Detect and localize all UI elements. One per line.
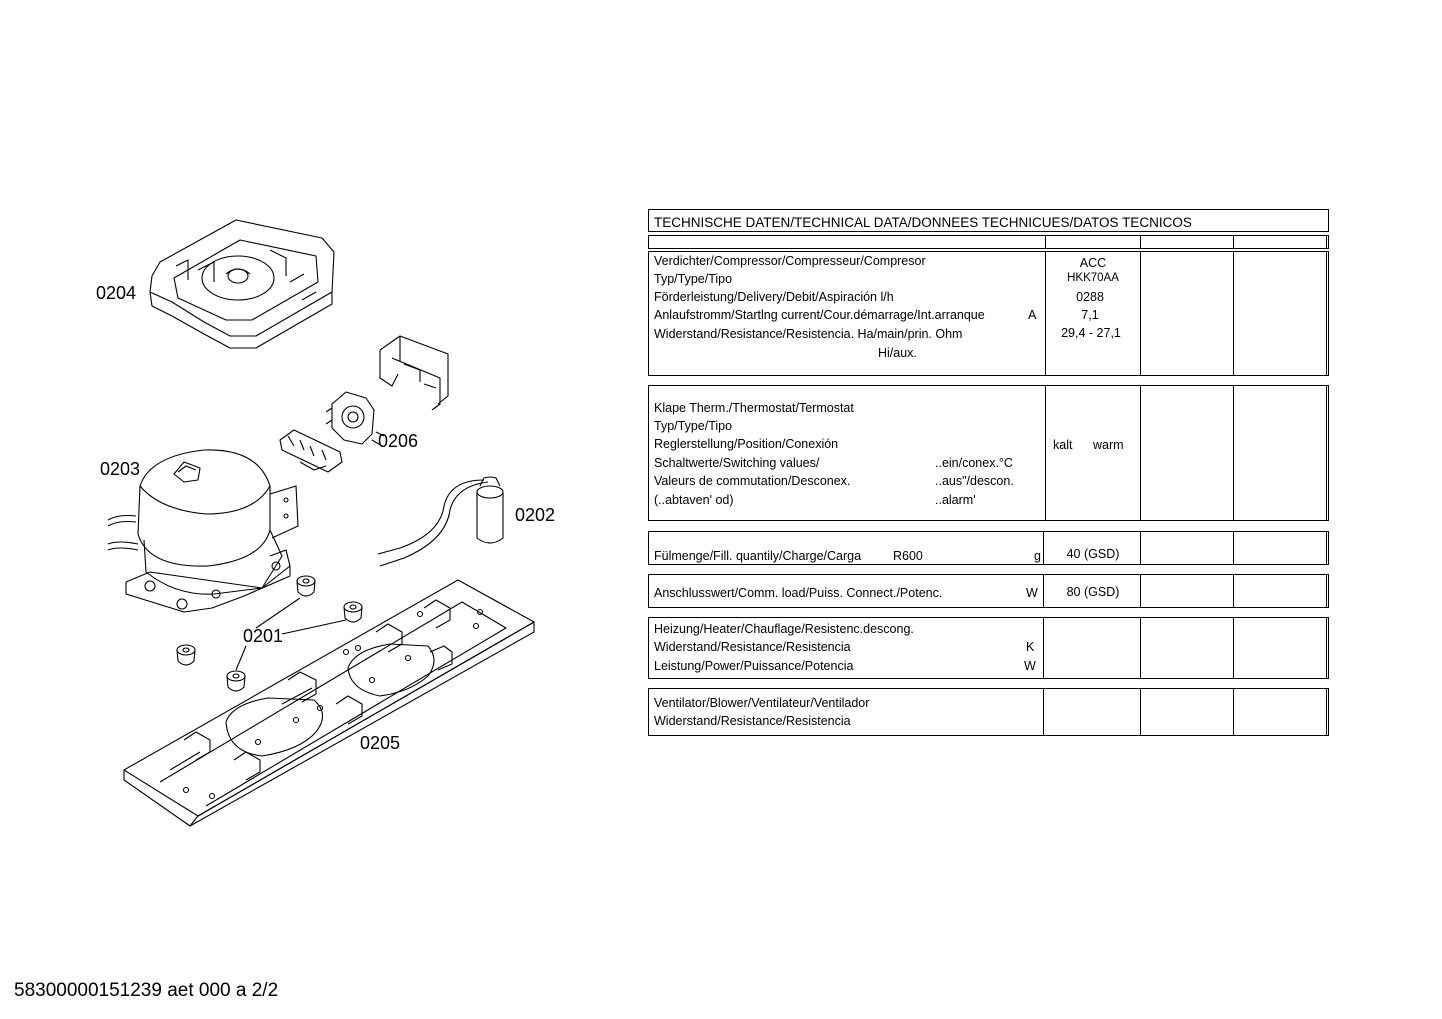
table-title: TECHNISCHE DATEN/TECHNICAL DATA/DONNEES … xyxy=(654,215,1192,230)
fill-value: 40 (GSD) xyxy=(1066,547,1120,561)
part-label-0204: 0204 xyxy=(96,283,137,303)
thermostat-type-label: Typ/Type/Tipo xyxy=(654,419,733,433)
thermostat-abtaven-label: (..abtaven' od) xyxy=(654,493,734,507)
part-label-0205: 0205 xyxy=(360,733,401,753)
connected-load-section xyxy=(648,574,1329,608)
compressor-drawing xyxy=(107,449,299,613)
thermostat-desconex-label: Valeurs de commutation/Desconex. xyxy=(654,474,851,488)
relay-cover-drawing xyxy=(379,335,449,411)
fill-quantity-label: Fülmenge/Fill. quantily/Charge/Carga xyxy=(654,549,862,563)
document-code: 58300000151239 aet 000 a 2/2 xyxy=(14,980,279,1001)
compressor-section xyxy=(648,251,1329,376)
heater-section xyxy=(648,617,1329,679)
compressor-resistance-value: 29,4 - 27,1 xyxy=(1061,326,1121,340)
connected-load-value: 80 (GSD) xyxy=(1066,585,1120,599)
grommets-drawing xyxy=(176,575,363,692)
blower-section xyxy=(648,688,1329,736)
compressor-type-value: HKK70AA xyxy=(1067,272,1119,284)
compressor-value: ACC xyxy=(1079,256,1107,270)
blower-label: Ventilator/Blower/Ventilateur/Ventilador xyxy=(654,696,870,710)
compressor-delivery-value: 0288 xyxy=(1076,290,1104,304)
fill-quantity-section xyxy=(648,531,1329,565)
thermostat-label: Klape Therm./Thermostat/Termostat xyxy=(654,401,854,415)
thermostat-warm-value: warm xyxy=(1093,438,1124,452)
fill-refrigerant: R600 xyxy=(893,549,923,563)
thermostat-alarm-label: ..alarm' xyxy=(935,493,976,507)
thermostat-section xyxy=(648,385,1329,521)
table-title-row xyxy=(648,209,1329,232)
thermostat-ein-label: ..ein/conex.°C xyxy=(935,456,1013,470)
table-header-row xyxy=(648,235,1329,249)
compressor-cover-drawing xyxy=(149,219,335,349)
compressor-starting-current-label: Anlaufstromm/Startlng current/Cour.démar… xyxy=(654,308,985,322)
base-plate-drawing xyxy=(123,579,535,827)
part-label-0206: 0206 xyxy=(378,431,419,451)
heater-resistance-label: Widerstand/Resistance/Resistencia xyxy=(654,640,851,654)
connected-load-unit: W xyxy=(1026,586,1038,600)
heater-power-unit: W xyxy=(1024,659,1036,673)
part-label-0202: 0202 xyxy=(515,505,556,525)
compressor-starting-current-unit: A xyxy=(1028,308,1037,322)
blower-resistance-label: Widerstand/Resistance/Resistencia xyxy=(654,714,851,728)
heater-resistance-unit: K xyxy=(1026,640,1035,654)
compressor-type-label: Typ/Type/Tipo xyxy=(654,272,733,286)
part-label-0201: 0201 xyxy=(243,626,284,646)
starter-relay-drawing xyxy=(325,391,385,447)
connected-load-label: Anschlusswert/Comm. load/Puiss. Connect.… xyxy=(654,586,943,600)
compressor-resistance-label: Widerstand/Resistance/Resistencia. Ha/ma… xyxy=(654,327,963,341)
compressor-starting-current-value: 7,1 xyxy=(1081,308,1099,322)
capacitor-drawing xyxy=(377,476,504,567)
exploded-parts-diagram xyxy=(107,219,535,827)
thermostat-kalt-value: kalt xyxy=(1053,438,1073,452)
heater-power-label: Leistung/Power/Puissance/Potencia xyxy=(654,659,854,673)
fill-unit: g xyxy=(1034,549,1041,563)
compressor-label: Verdichter/Compressor/Compresseur/Compre… xyxy=(654,254,926,268)
thermostat-switching-label: Schaltwerte/Switching values/ xyxy=(654,456,820,470)
compressor-delivery-label: Förderleistung/Delivery/Debit/Aspiración… xyxy=(654,290,894,304)
thermostat-position-label: Reglerstellung/Position/Conexión xyxy=(654,437,839,451)
thermostat-aus-label: ..aus"/descon. xyxy=(935,474,1014,488)
heater-label: Heizung/Heater/Chauflage/Resistenc.desco… xyxy=(654,622,914,636)
compressor-aux-label: Hi/aux. xyxy=(878,346,917,360)
thermal-protector-drawing xyxy=(279,429,343,473)
part-label-0203: 0203 xyxy=(100,459,141,479)
